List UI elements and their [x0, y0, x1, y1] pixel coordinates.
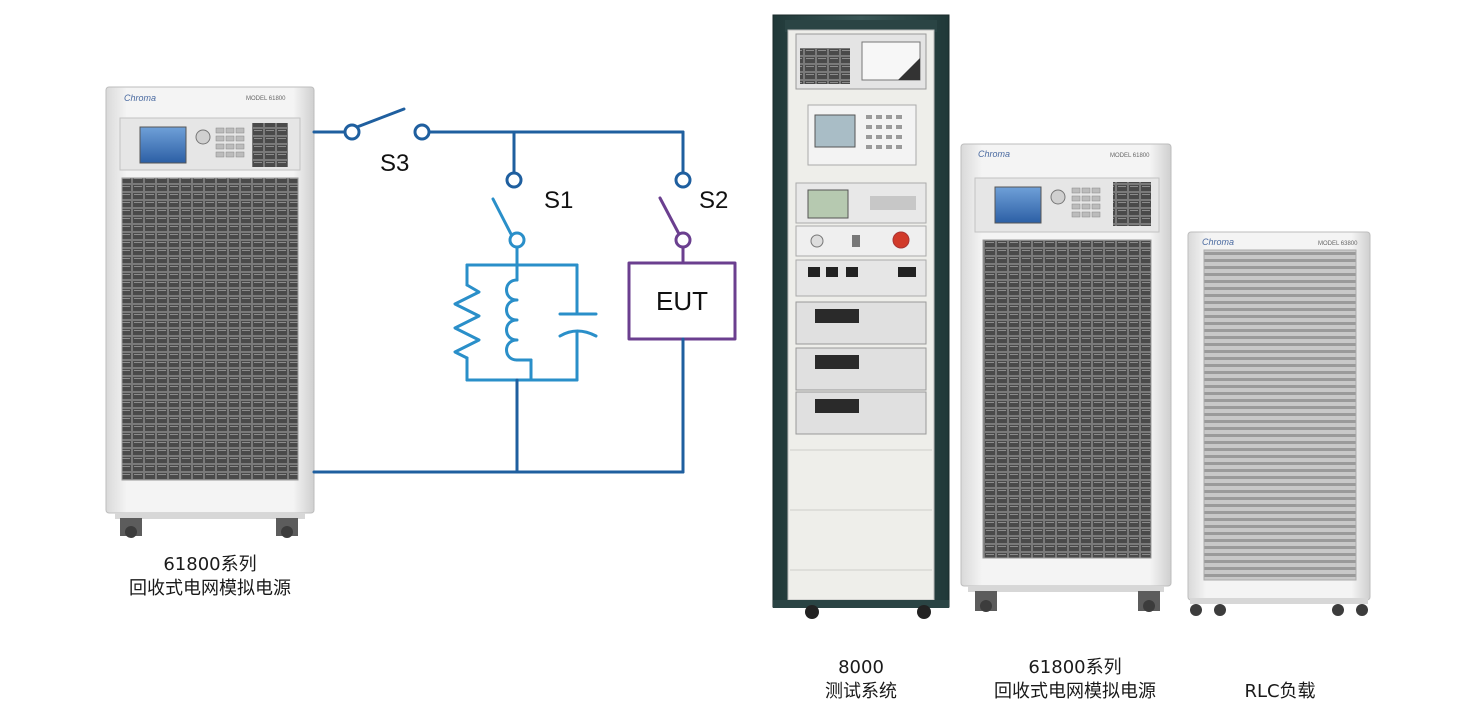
left-cabinet-logo: Chroma	[124, 93, 156, 103]
right-panel-vent	[1113, 182, 1151, 226]
left-casters	[115, 513, 305, 538]
rlc-load-caption: RLC负载	[1210, 680, 1350, 704]
rack-casters	[773, 600, 949, 619]
s2-label: S2	[699, 187, 728, 214]
rlc-louver-panel	[1203, 249, 1357, 581]
left-source-caption: 61800系列 回收式电网模拟电源	[90, 553, 330, 601]
right-main-vent-grille	[982, 239, 1152, 559]
rlc-load-cabinet: Chroma MODEL 63800	[1187, 231, 1371, 616]
inductor-symbol	[505, 263, 533, 382]
s1-label: S1	[544, 187, 573, 214]
eut-label: EUT	[656, 286, 708, 316]
rlc-network	[453, 245, 598, 474]
rlc-cabinet-logo: Chroma	[1202, 237, 1234, 247]
right-grid-simulator-cabinet: Chroma MODEL 61800	[960, 143, 1172, 612]
left-source-caption-line2: 回收式电网模拟电源	[129, 578, 291, 599]
circuit	[312, 107, 737, 474]
right-control-knob	[1050, 189, 1066, 205]
test-system-caption-line2: 测试系统	[825, 681, 897, 702]
s3-switch	[312, 107, 685, 141]
right-source-caption-line1: 61800系列	[1028, 657, 1122, 678]
rack-meter-panel	[795, 259, 927, 297]
s1-switch	[491, 130, 526, 249]
s3-label: S3	[380, 150, 409, 177]
left-main-vent-grille	[121, 177, 299, 481]
capacitor-symbol	[558, 263, 598, 382]
right-source-caption: 61800系列 回收式电网模拟电源	[955, 656, 1195, 704]
rlc-load-caption-line1: RLC负载	[1244, 681, 1316, 702]
left-source-caption-line1: 61800系列	[163, 554, 257, 575]
left-keypad	[215, 127, 245, 158]
resistor-symbol	[453, 263, 481, 382]
left-grid-simulator-cabinet: Chroma MODEL 61800	[105, 86, 315, 538]
left-cabinet-model: MODEL 61800	[246, 96, 286, 102]
left-lcd-screen	[139, 126, 187, 164]
right-cabinet-model: MODEL 61800	[1110, 153, 1150, 159]
right-cabinet-logo: Chroma	[978, 149, 1010, 159]
test-system-rack	[772, 14, 950, 619]
right-casters	[968, 586, 1164, 612]
right-source-caption-line2: 回收式电网模拟电源	[994, 681, 1156, 702]
rack-electronic-loads	[795, 301, 927, 435]
left-panel-vent	[252, 123, 288, 167]
right-keypad	[1071, 187, 1101, 218]
right-lcd-screen	[994, 186, 1042, 224]
test-system-caption-line1: 8000	[838, 657, 884, 678]
test-system-caption: 8000 测试系统	[781, 656, 941, 704]
s2-switch	[658, 130, 692, 265]
rlc-casters	[1190, 598, 1368, 616]
left-control-knob	[195, 129, 211, 145]
rlc-cabinet-model: MODEL 63800	[1318, 241, 1358, 247]
